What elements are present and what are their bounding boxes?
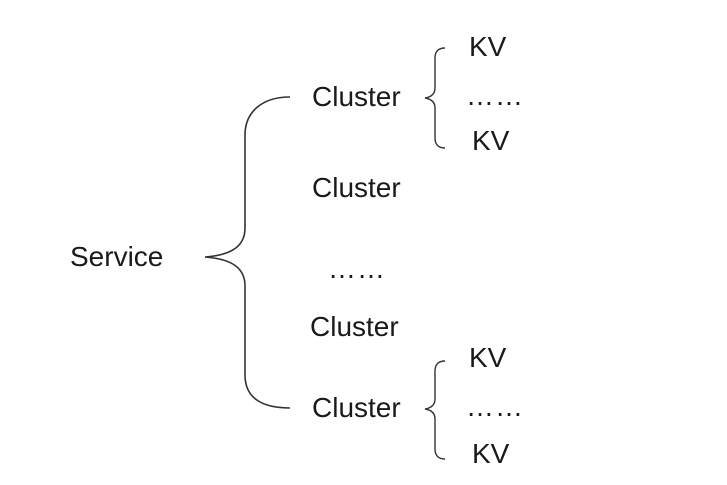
- kv-top-last: KV: [472, 125, 510, 156]
- kv-top-first: KV: [469, 31, 507, 62]
- kv-bottom-last: KV: [472, 438, 510, 469]
- cluster-label-1: Cluster: [312, 81, 401, 112]
- kv-top-ellipsis: ……: [466, 80, 524, 111]
- top-cluster-brace: [424, 47, 446, 149]
- kv-bottom-first: KV: [469, 342, 507, 373]
- bottom-cluster-brace: [424, 360, 446, 460]
- kv-bottom-ellipsis: ……: [466, 391, 524, 422]
- service-label: Service: [70, 241, 164, 272]
- cluster-label-4: Cluster: [312, 392, 401, 423]
- service-brace: [204, 96, 291, 409]
- cluster-ellipsis: ……: [328, 253, 386, 284]
- cluster-label-3: Cluster: [310, 311, 399, 342]
- cluster-label-2: Cluster: [312, 172, 401, 203]
